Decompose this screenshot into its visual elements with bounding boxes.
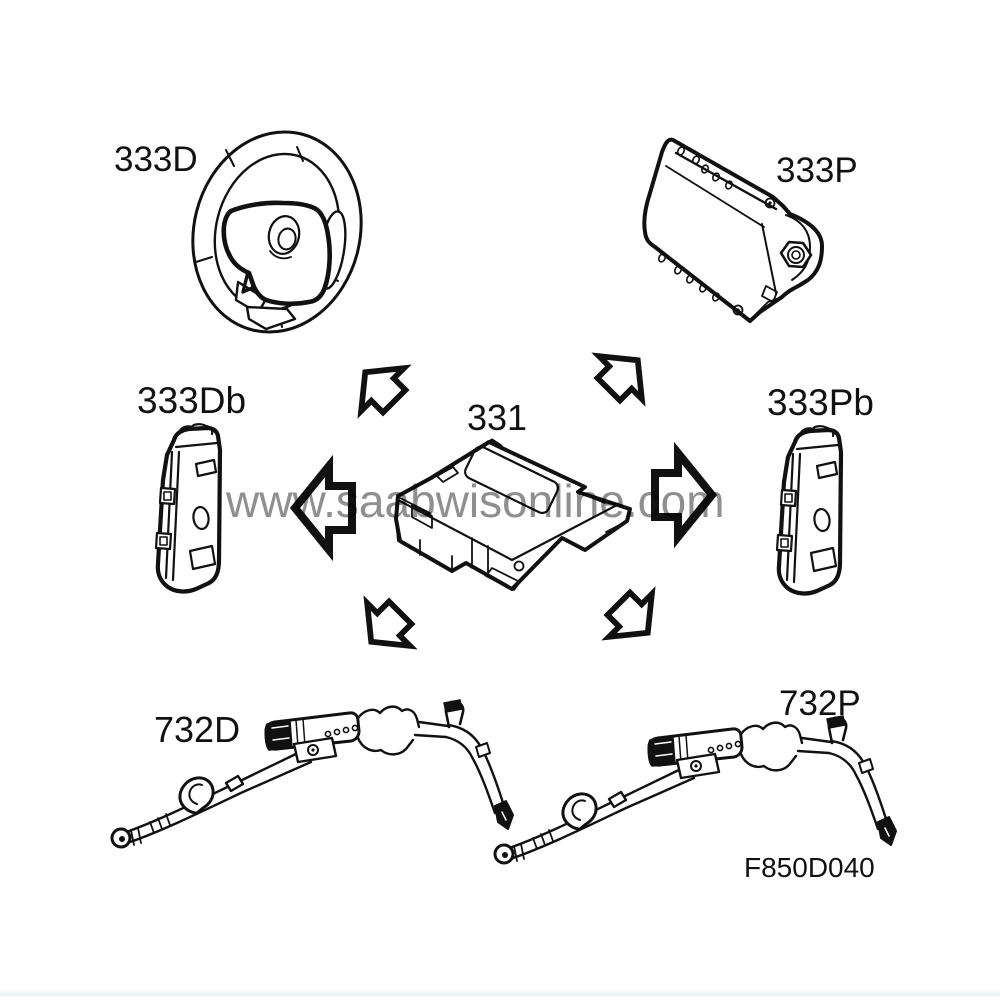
image-bottom-edge (0, 991, 1000, 996)
part-label-331: 331 (467, 397, 528, 438)
part-label-732P: 732P (779, 684, 861, 723)
part-label-333P: 333P (776, 151, 858, 190)
side-airbag-driver-drawing (156, 424, 220, 591)
part-label-333Pb: 333Pb (767, 382, 874, 423)
figure-code: F850D040 (744, 852, 875, 883)
arrow-up-left-icon (344, 351, 416, 423)
arrow-up-right-icon (587, 339, 659, 411)
curtain-airbag-passenger-drawing (493, 714, 898, 865)
steering-wheel-drawing (191, 130, 363, 334)
arrow-down-left-icon (350, 591, 422, 663)
part-label-333Db: 333Db (137, 380, 247, 421)
part-label-333D: 333D (114, 140, 198, 179)
control-module-drawing (394, 438, 632, 591)
side-airbag-passenger-drawing (777, 426, 841, 593)
passenger-airbag-drawing (642, 137, 824, 323)
arrow-down-right-icon (597, 582, 669, 654)
watermark-text: www.saabwisonline.com (226, 475, 725, 527)
part-label-732D: 732D (154, 709, 241, 750)
